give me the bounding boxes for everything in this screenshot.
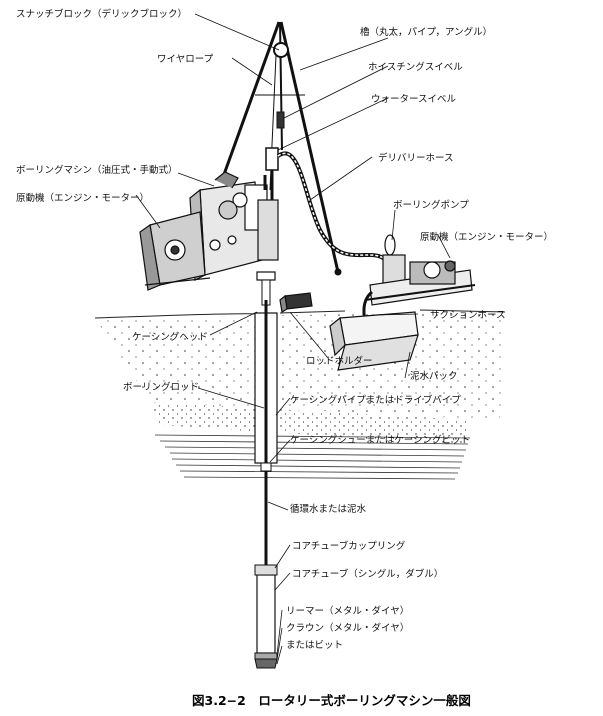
- label-reamer: リーマー（メタル・ダイヤ）: [286, 605, 409, 617]
- label-or-bit: またはビット: [286, 640, 343, 651]
- label-wire-rope: ワイヤロープ: [157, 54, 214, 65]
- stratified-layer: [154, 434, 471, 480]
- label-casing-head: ケーシングヘッド: [132, 331, 208, 343]
- label-derrick: 櫓（丸太，パイプ，アングル）: [360, 26, 492, 38]
- derrick-foot-right: [334, 268, 342, 276]
- sand-layer: [150, 402, 470, 445]
- label-water-swivel: ウォータースイベル: [371, 94, 457, 105]
- prime-mover-right: [409, 260, 456, 285]
- label-hoisting-swivel: ホイスチングスイベル: [368, 61, 463, 73]
- label-core-tube-coupling: コアチューブカップリング: [292, 540, 406, 552]
- water-swivel: [265, 147, 279, 200]
- core-tube: [256, 574, 276, 654]
- label-rod-holder: ロッドホルダー: [306, 355, 373, 367]
- label-snatch-block: スナッチブロック（デリックブロック）: [16, 8, 187, 20]
- label-mud-tank: 泥水パック: [410, 370, 458, 382]
- label-boring-pump: ボーリングポンプ: [393, 199, 469, 211]
- label-crown: クラウン（メタル・ダイヤ）: [286, 622, 409, 634]
- label-prime-mover-right: 原動機（エンジン・モーター）: [420, 231, 553, 243]
- label-casing-shoe: ケーシングシューまたはケーシングビット: [290, 434, 470, 446]
- label-boring-machine: ボーリングマシン（油圧式・手動式）: [16, 164, 178, 176]
- label-suction-hose: サクションホース: [430, 310, 506, 321]
- derrick-leg-right: [279, 21, 340, 273]
- labels: スナッチブロック（デリックブロック） ワイヤロープ 櫓（丸太，パイプ，アングル）…: [16, 8, 553, 651]
- snatch-block-pulley: [273, 42, 289, 58]
- hoisting-swivel-body: [276, 111, 285, 129]
- prime-mover-left: [139, 211, 211, 291]
- rod-holder: [279, 292, 313, 313]
- leader-lines: [135, 13, 451, 665]
- borehole: [254, 271, 278, 669]
- mud-tank: [329, 311, 419, 371]
- label-delivery-hose: デリバリーホース: [378, 152, 454, 164]
- figure-caption: 図3.2−2 ロータリー式ボーリングマシン一般図: [192, 693, 471, 708]
- label-prime-mover-left: 原動機（エンジン・モーター）: [16, 192, 149, 204]
- casing-head: [256, 271, 276, 281]
- label-casing-pipe: ケーシングパイプまたはドライブパイプ: [290, 394, 461, 406]
- label-boring-rod: ボーリングロッド: [123, 381, 199, 393]
- label-circulating-water: 循環水または泥水: [290, 503, 367, 515]
- label-core-tube: コアチューブ（シングル，ダブル）: [292, 568, 443, 580]
- derrick-leg-left: [220, 21, 281, 181]
- ground-surface-line: [94, 313, 261, 319]
- derrick-leg-center: [279, 21, 283, 151]
